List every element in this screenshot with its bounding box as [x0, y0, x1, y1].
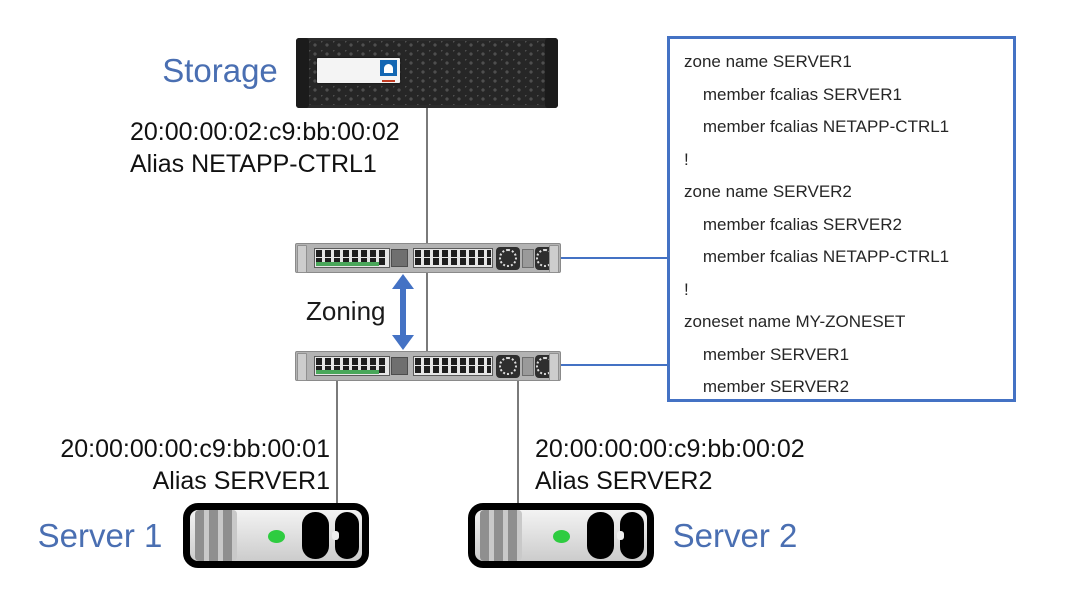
storage-name-plate: [317, 58, 400, 83]
server2-device: [468, 503, 654, 568]
zone-config-line: !: [684, 279, 689, 299]
switch-port-bank: [413, 248, 493, 268]
zone-config-line: member fcalias NETAPP-CTRL1: [684, 117, 950, 136]
link-switch2-to-server2: [517, 380, 519, 506]
server1-alias-label: Alias SERVER1: [152, 467, 330, 495]
server-vents-icon: [480, 510, 522, 561]
fan-icon: [499, 357, 517, 375]
zone-config-line: member SERVER1: [684, 344, 850, 364]
server2-alias-label: Alias SERVER2: [535, 467, 713, 495]
fc-switch-1: [295, 243, 561, 273]
switch-port-bank: [314, 248, 390, 268]
storage-label: Storage: [162, 52, 278, 89]
server2-label: Server 2: [672, 517, 798, 554]
power-supply: [496, 355, 520, 378]
link-storage-to-switches: [426, 108, 428, 352]
server-drive-bay-icon: [302, 512, 329, 559]
fan-icon: [499, 249, 517, 267]
zone-config-line: member fcalias NETAPP-CTRL1: [684, 247, 950, 266]
switch-module: [391, 357, 408, 375]
power-supply: [496, 247, 520, 270]
switch-module: [391, 249, 408, 267]
led-icon: [268, 530, 285, 543]
zone-config-line: member SERVER2: [684, 377, 850, 396]
storage-handle-left: [296, 38, 309, 108]
zone-config-box: zone name SERVER1 member fcalias SERVER1…: [667, 36, 1016, 402]
switch-port-bank: [413, 356, 493, 376]
psu-divider: [522, 249, 534, 268]
server-vents-icon: [195, 510, 237, 561]
link-switch1-to-zonebox: [559, 257, 667, 259]
fc-switch-2: [295, 351, 561, 381]
server-latch-icon: [332, 512, 359, 559]
storage-handle-right: [545, 38, 558, 108]
port-status-strip: [316, 370, 379, 374]
zone-config-line: zone name SERVER1: [684, 52, 852, 71]
port-status-strip: [316, 262, 379, 266]
zone-config-line: member fcalias SERVER2: [684, 214, 902, 234]
zone-config-line: zone name SERVER2: [684, 182, 852, 201]
switch-port-bank: [314, 356, 390, 376]
server-drive-bay-icon: [587, 512, 614, 559]
storage-mesh-bezel: [309, 41, 545, 105]
netapp-logo-icon: [380, 60, 397, 76]
zone-config-line: !: [684, 149, 689, 169]
link-switch2-to-server1: [336, 380, 338, 506]
link-switch2-to-zonebox: [559, 364, 667, 366]
psu-divider: [522, 357, 534, 376]
led-icon: [553, 530, 570, 543]
server1-device: [183, 503, 369, 568]
netapp-wordmark-icon: [382, 80, 395, 82]
storage-alias-label: Alias NETAPP-CTRL1: [130, 150, 377, 178]
server1-wwn-label: 20:00:00:00:c9:bb:00:01: [60, 435, 330, 463]
storage-device: [296, 38, 558, 108]
rack-ear-icon: [297, 245, 307, 273]
server-latch-icon: [617, 512, 644, 559]
zone-config-line: zoneset name MY-ZONESET: [684, 312, 906, 331]
rack-ear-icon: [549, 245, 559, 273]
double-arrow-icon: [392, 274, 414, 350]
zone-config-line: member fcalias SERVER1: [684, 84, 902, 104]
server1-label: Server 1: [37, 517, 163, 554]
rack-ear-icon: [297, 353, 307, 381]
server2-wwn-label: 20:00:00:00:c9:bb:00:02: [535, 435, 805, 463]
zoning-label: Zoning: [306, 296, 386, 326]
storage-wwn-label: 20:00:00:02:c9:bb:00:02: [130, 118, 400, 146]
rack-ear-icon: [549, 353, 559, 381]
